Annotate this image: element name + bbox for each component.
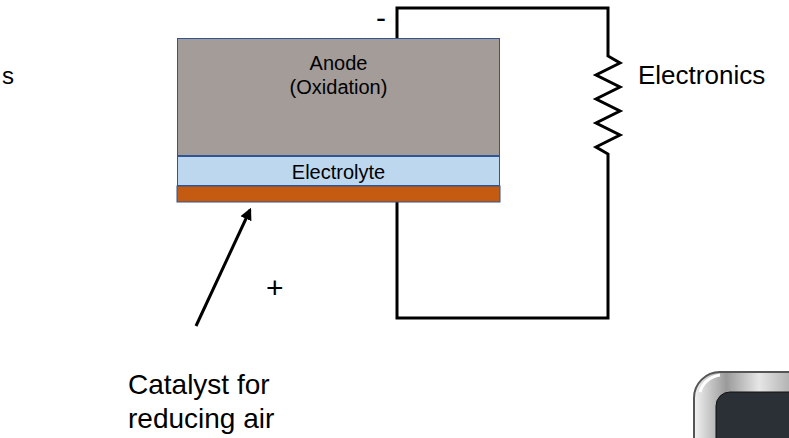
polarity-sign: - [376,0,386,36]
callout-label: Catalyst for reducing air [128,368,303,435]
layer-label: (Oxidation) [290,75,388,99]
device-picture [694,372,789,438]
electrolyte-layer: Electrolyte [177,156,500,186]
layer-label: Anode [310,51,368,75]
layer-label: Electrolyte [292,160,385,184]
anode-layer: Anode(Oxidation) [177,38,500,156]
polarity-sign: + [266,270,284,306]
leader-arrow [196,210,250,326]
cut-text: s [2,62,14,91]
catalyst-layer [177,186,500,202]
load-label: Electronics [638,60,765,91]
